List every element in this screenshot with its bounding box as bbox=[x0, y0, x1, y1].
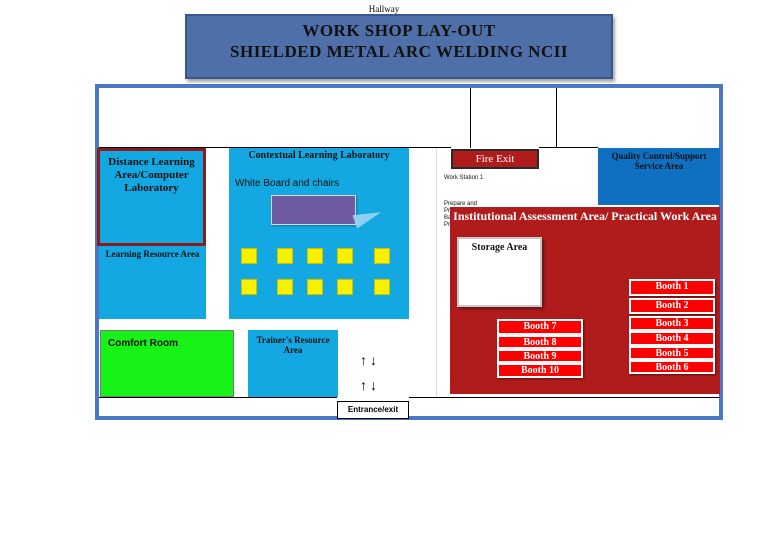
chair bbox=[337, 248, 353, 264]
chair bbox=[307, 279, 323, 295]
arrow-up-icon: ↑ bbox=[360, 377, 367, 393]
wall-line bbox=[539, 147, 598, 148]
booth-8: Booth 8 bbox=[497, 335, 583, 349]
title-line-1: WORK SHOP LAY-OUT bbox=[302, 21, 496, 40]
title-line-2: SHIELDED METAL ARC WELDING NCII bbox=[230, 42, 568, 61]
booth-2: Booth 2 bbox=[629, 298, 715, 314]
arrow-down-icon: ↓ bbox=[370, 352, 377, 368]
hallway-label: Hallway bbox=[368, 4, 400, 14]
chair bbox=[374, 248, 390, 264]
booth-6: Booth 6 bbox=[629, 360, 715, 374]
storage-area: Storage Area bbox=[457, 237, 542, 307]
booth-10: Booth 10 bbox=[497, 363, 583, 378]
trainers-resource-area: Trainer's Resource Area bbox=[248, 330, 338, 397]
wall-line bbox=[470, 88, 471, 148]
booth-3: Booth 3 bbox=[629, 316, 715, 331]
chair bbox=[374, 279, 390, 295]
distance-learning-area: Distance Learning Area/Computer Laborato… bbox=[97, 148, 206, 246]
wall-line bbox=[99, 147, 451, 148]
booth-1: Booth 1 bbox=[629, 279, 715, 296]
chair bbox=[241, 248, 257, 264]
contextual-learning-lab: Contextual Learning Laboratory White Boa… bbox=[229, 148, 409, 319]
chair bbox=[241, 279, 257, 295]
wall-line bbox=[99, 397, 337, 398]
whiteboard bbox=[271, 195, 356, 225]
chair bbox=[277, 279, 293, 295]
contextual-learning-title: Contextual Learning Laboratory bbox=[248, 150, 390, 161]
assessment-title: Institutional Assessment Area/ Practical… bbox=[453, 209, 717, 223]
chair bbox=[337, 279, 353, 295]
comfort-room: Comfort Room bbox=[100, 330, 234, 397]
quality-control-area: Quality Control/Support Service Area bbox=[598, 148, 720, 205]
whiteboard-note: White Board and chairs bbox=[235, 178, 339, 189]
booth-9: Booth 9 bbox=[497, 349, 583, 363]
wall-line bbox=[556, 88, 557, 148]
chair bbox=[277, 248, 293, 264]
arrow-up-icon: ↑ bbox=[360, 352, 367, 368]
fire-exit: Fire Exit bbox=[451, 149, 539, 169]
chair bbox=[307, 248, 323, 264]
booth-5: Booth 5 bbox=[629, 346, 715, 360]
booth-7: Booth 7 bbox=[497, 319, 583, 335]
title-banner: WORK SHOP LAY-OUT SHIELDED METAL ARC WEL… bbox=[185, 14, 613, 79]
arrow-down-icon: ↓ bbox=[370, 377, 377, 393]
whiteboard-arrow-icon bbox=[352, 205, 384, 229]
entrance-exit[interactable]: Entrance/exit bbox=[337, 401, 409, 419]
learning-resource-area: Learning Resource Area bbox=[99, 246, 206, 319]
wall-line bbox=[436, 148, 437, 397]
booth-4: Booth 4 bbox=[629, 331, 715, 346]
wall-line bbox=[409, 397, 720, 398]
work-station-label: Work Station 1 bbox=[444, 175, 484, 181]
